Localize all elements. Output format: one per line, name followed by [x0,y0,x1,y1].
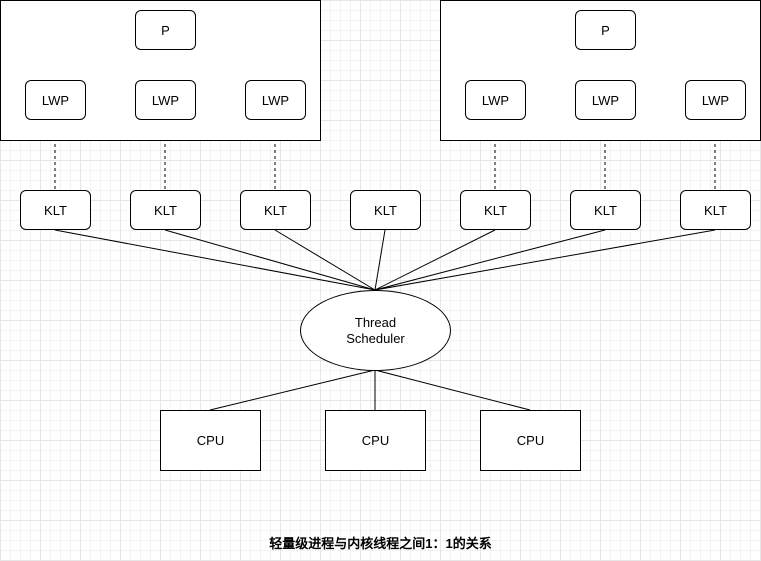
lwp-node: LWP [245,80,306,120]
cpu-node: CPU [480,410,581,471]
lwp-node: LWP [575,80,636,120]
edge-klt3-scheduler [274,229,376,291]
scheduler-label-line1: Thread [354,314,397,330]
klt-node: KLT [460,190,531,230]
klt-node: KLT [680,190,751,230]
edge-scheduler-cpu1 [209,369,376,411]
edge-klt6-scheduler [374,229,606,291]
edge-klt4-scheduler [374,229,386,291]
lwp-node: LWP [465,80,526,120]
lwp-node: LWP [25,80,86,120]
cpu-node: CPU [160,410,261,471]
process-node: P [135,10,196,50]
lwp-node: LWP [135,80,196,120]
scheduler-label-line2: Scheduler [346,330,405,346]
process-node: P [575,10,636,50]
edge-klt5-scheduler [374,229,496,291]
klt-node: KLT [570,190,641,230]
edge-klt7-scheduler [374,229,716,291]
edge-klt2-scheduler [164,229,376,291]
klt-node: KLT [20,190,91,230]
cpu-node: CPU [325,410,426,471]
diagram-caption: 轻量级进程与内核线程之间1：1的关系 [269,536,492,551]
edge-klt1-scheduler [54,229,376,291]
edge-scheduler-cpu3 [374,369,531,411]
lwp-node: LWP [685,80,746,120]
klt-node: KLT [240,190,311,230]
thread-scheduler-node: Thread Scheduler [300,290,451,371]
klt-node: KLT [350,190,421,230]
klt-node: KLT [130,190,201,230]
